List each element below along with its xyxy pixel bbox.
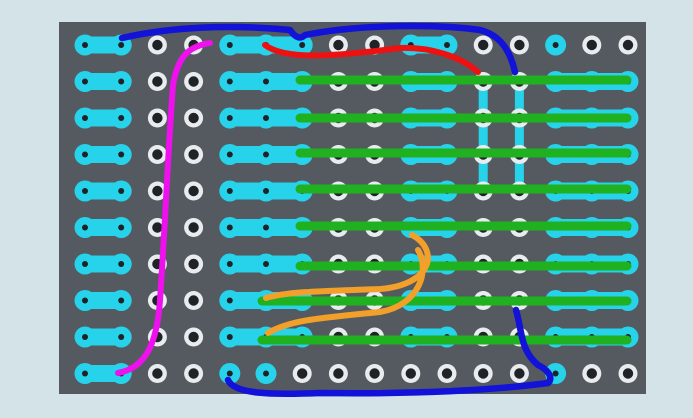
pad-hole [263,188,269,194]
pad-hole [263,78,269,85]
pad-hole [152,149,163,160]
pad-hole [152,76,163,87]
pad-hole [226,188,233,194]
pad-hole [226,151,233,158]
pad-hole [622,39,634,51]
magenta-wire-left [115,40,213,376]
pad-hole [188,258,199,270]
pad-hole [226,42,233,48]
pad-hole [226,297,233,304]
pad-hole [263,115,269,121]
pad-hole [118,151,125,158]
pad-hole [226,224,233,231]
red-wire-top [262,42,481,75]
pad-hole [263,151,269,158]
pad-hole [263,261,269,267]
pad-hole [226,261,233,267]
pad-hole [514,368,525,379]
pad-hole [514,39,525,51]
pad-hole [552,370,559,377]
pad-hole [333,368,344,379]
pad-hole [82,115,88,121]
pad-hole [369,368,380,379]
blue-wire-right [512,306,554,387]
orange-wire-lower [265,247,426,336]
pad-hole [152,112,163,124]
pad-hole [82,370,88,377]
pad-hole [82,334,88,340]
pad-hole [478,39,489,51]
pad-hole [118,261,125,267]
pad-hole [478,368,489,379]
pad-hole [226,334,233,340]
pad-hole [152,39,163,51]
pad-hole [299,42,306,48]
pad-hole [118,78,125,85]
pad-hole [118,188,125,194]
pad-hole [333,39,344,51]
pad-hole [82,297,88,304]
pad-hole [552,42,559,48]
pad-hole [188,222,199,233]
pad-hole [118,297,125,304]
pad-hole [586,39,597,51]
pad-hole [441,368,453,379]
pad-hole [152,185,163,197]
pad-hole [405,368,416,379]
pad-hole [82,151,88,158]
orange-wire-upper [263,232,431,301]
pad-hole [188,331,199,343]
pad-hole [369,39,380,51]
pad-hole [297,368,308,379]
blue-wire-top [118,22,519,76]
wires [115,22,632,398]
pad-hole [188,149,199,160]
pad-hole [586,368,597,379]
pad-hole [118,334,125,340]
pad-hole [188,112,199,124]
pad-hole [118,224,125,231]
pad-hole [82,78,88,85]
pad-hole [444,42,450,48]
pad-hole [82,42,88,48]
pad-hole [82,261,88,267]
pad-hole [188,368,199,379]
pad-hole [263,224,269,231]
pad-hole [226,78,233,85]
pad-hole [188,295,199,306]
pad-hole [118,42,125,48]
pad-hole [188,76,199,87]
pad-hole [263,370,269,377]
pad-hole [82,188,88,194]
pad-hole [188,185,199,197]
blue-wire-bottom [224,376,552,398]
pad-hole [118,115,125,121]
pad-hole [152,368,163,379]
pad-hole [226,370,233,377]
pad-hole [622,368,634,379]
pad-hole [82,224,88,231]
pad-hole [152,222,163,233]
pad-hole [226,115,233,121]
